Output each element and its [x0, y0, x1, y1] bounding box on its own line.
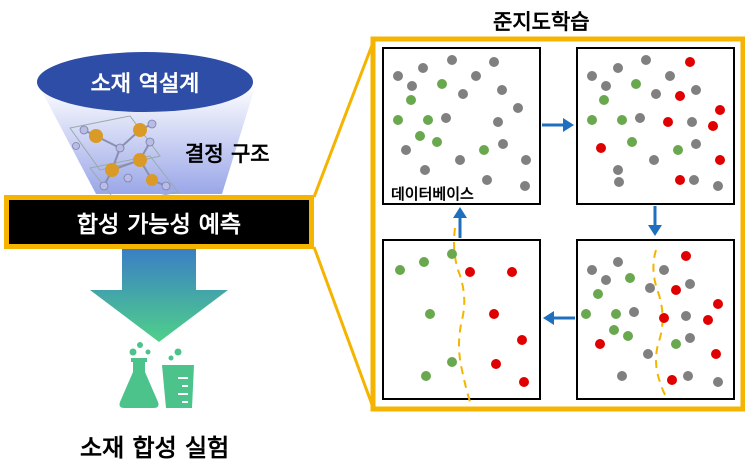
dots-top-left: [393, 55, 531, 191]
connector-bottom: [312, 246, 376, 411]
decision-boundary-right: [652, 249, 669, 400]
panel-top-right: [576, 47, 735, 205]
dots-bottom-left: [395, 249, 529, 387]
panel-top-left: [382, 47, 541, 205]
synthesis-arrow: [90, 249, 228, 342]
synthesizability-prediction-label: 합성 가능성 예측: [76, 212, 242, 238]
prediction-box: [9, 200, 309, 244]
dots-top-right: [587, 55, 725, 191]
lab-flask-icon: [119, 342, 159, 408]
decision-boundary-left: [453, 227, 473, 409]
panel-bottom-left: [382, 239, 541, 400]
dots-bottom-right: [581, 251, 723, 387]
beaker-icon: [162, 348, 194, 408]
crystal-structure-label: 결정 구조: [185, 142, 270, 166]
cycle-arrows: [453, 118, 662, 325]
database-label: 데이터베이스: [391, 185, 474, 203]
crystal-structure-icon: [69, 115, 179, 205]
material-synthesis-label: 소재 합성 실험: [80, 434, 230, 462]
supervised-learning-title: 준지도학습: [493, 10, 590, 34]
connector-top: [312, 39, 376, 198]
material-design-label: 소재 역설계: [90, 72, 200, 97]
zoom-frame: [370, 36, 745, 412]
material-design-ellipse: [37, 52, 253, 112]
